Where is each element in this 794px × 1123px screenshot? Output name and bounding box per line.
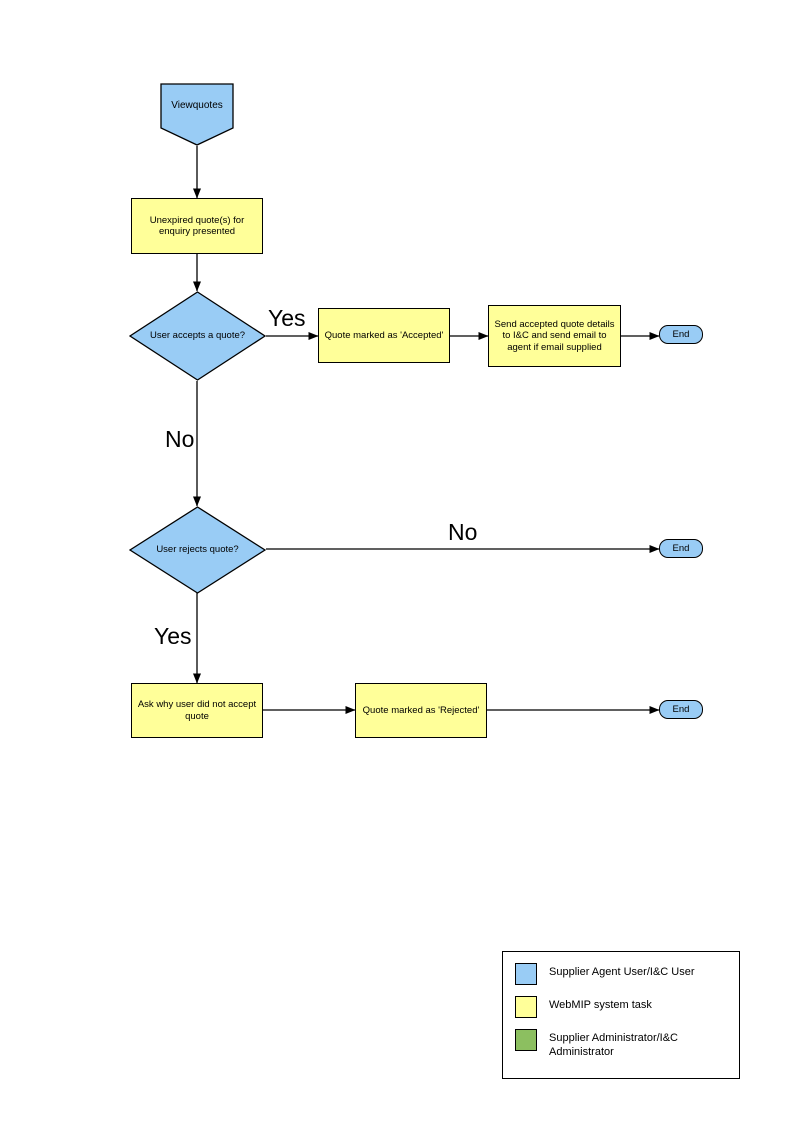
- node-end-2[interactable]: End: [659, 539, 703, 558]
- branch-label-accepts-yes: Yes: [268, 305, 306, 331]
- node-decision-user-rejects[interactable]: User rejects quote?: [129, 506, 266, 594]
- node-unexpired-quotes-label: Unexpired quote(s) for enquiry presented: [149, 214, 245, 237]
- node-start-viewquotes[interactable]: [160, 83, 234, 146]
- node-quote-marked-rejected[interactable]: Quote marked as 'Rejected': [355, 683, 487, 738]
- branch-label-accepts-no: No: [165, 426, 195, 452]
- node-send-accepted-quote-details[interactable]: Send accepted quote details to I&C and s…: [488, 305, 621, 367]
- legend-item: Supplier Administrator/I&C Administrator: [515, 1029, 739, 1060]
- node-ask-why-not-accepted[interactable]: Ask why user did not accept quote: [131, 683, 263, 738]
- node-quote-marked-accepted-label: Quote marked as 'Accepted': [324, 329, 444, 341]
- legend-label-supplier-agent: Supplier Agent User/I&C User: [549, 966, 695, 978]
- legend-label-supplier-administrator: Supplier Administrator/I&C Administrator: [549, 1032, 678, 1058]
- node-ask-why-not-accepted-label: Ask why user did not accept quote: [137, 699, 257, 722]
- node-end-1-label: End: [672, 328, 690, 340]
- node-decision-user-accepts-label: User accepts a quote?: [149, 330, 246, 342]
- legend-item: WebMIP system task: [515, 996, 739, 1018]
- legend-label-webmip-system: WebMIP system task: [549, 999, 652, 1011]
- node-end-1[interactable]: End: [659, 325, 703, 344]
- node-send-accepted-quote-details-label: Send accepted quote details to I&C and s…: [494, 319, 615, 353]
- node-quote-marked-accepted[interactable]: Quote marked as 'Accepted': [318, 308, 450, 363]
- legend: Supplier Agent User/I&C User WebMIP syst…: [502, 951, 740, 1079]
- node-end-3-label: End: [672, 703, 690, 715]
- legend-swatch-webmip-system: [515, 996, 537, 1018]
- legend-swatch-supplier-administrator: [515, 1029, 537, 1051]
- branch-label-rejects-yes: Yes: [154, 623, 192, 649]
- node-end-3[interactable]: End: [659, 700, 703, 719]
- node-start-label: Viewquotes: [171, 100, 223, 111]
- node-quote-marked-rejected-label: Quote marked as 'Rejected': [362, 704, 480, 716]
- node-decision-user-accepts[interactable]: User accepts a quote?: [129, 291, 266, 381]
- node-end-2-label: End: [672, 542, 690, 554]
- node-decision-user-rejects-label: User rejects quote?: [156, 544, 239, 556]
- node-unexpired-quotes[interactable]: Unexpired quote(s) for enquiry presented: [131, 198, 263, 254]
- branch-label-rejects-no: No: [448, 519, 478, 545]
- legend-item: Supplier Agent User/I&C User: [515, 963, 739, 985]
- legend-swatch-supplier-agent: [515, 963, 537, 985]
